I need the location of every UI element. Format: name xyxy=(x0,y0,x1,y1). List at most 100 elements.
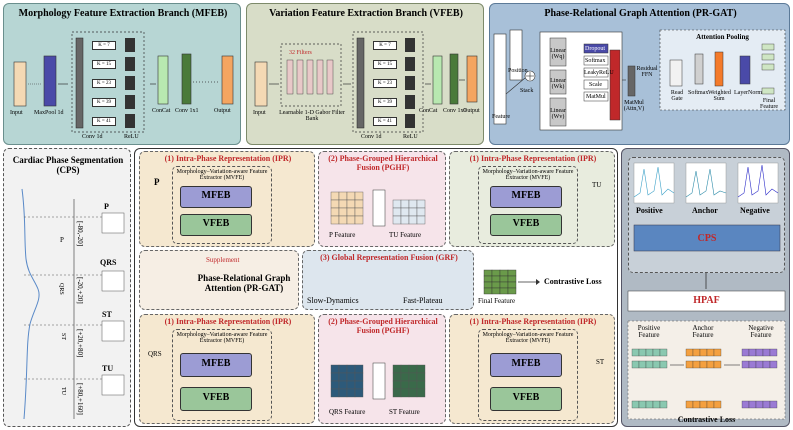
loss-positive: Positive xyxy=(636,206,663,215)
mfeb-text-bottom-left: MFEB xyxy=(201,358,231,369)
ipr-bottom-right-st: ST xyxy=(596,358,605,366)
vfeb-input-label: Input xyxy=(253,110,266,116)
cps-side-p: P xyxy=(60,236,64,244)
grf-fast: Fast-Plateau xyxy=(403,296,443,305)
mfeb-text-bottom-right: MFEB xyxy=(511,358,541,369)
vfeb-conv-label: Conv 1d xyxy=(361,134,382,140)
prgat-feature-label: Feature xyxy=(492,114,510,120)
ipr-top-left-title: (1) Intra-Phase Representation (IPR) xyxy=(164,154,292,163)
mfeb-panel-title: Morphology Feature Extraction Branch (MF… xyxy=(18,8,228,19)
mfeb-text-top-left: MFEB xyxy=(201,190,231,201)
mfeb-output-block xyxy=(221,55,234,105)
cps-range-st: [+20,+80] xyxy=(76,329,84,358)
vfeb-k5: K = 41 xyxy=(373,117,397,126)
ipr-bottom-left: (1) Intra-Phase Representation (IPR) QRS… xyxy=(139,314,315,424)
mfeb-conv1x1-label: Conv 1x1 xyxy=(175,108,199,114)
cps-phase-qrs: QRS xyxy=(100,258,117,267)
vfeb-text-top-left: VFEB xyxy=(202,218,230,229)
cps-panel: Cardiac Phase Segmentation (CPS) P QRS S… xyxy=(3,148,131,427)
mfeb-block-bottom-right xyxy=(490,353,562,377)
ipr-top-right: (1) Intra-Phase Representation (IPR) Mor… xyxy=(449,151,615,247)
vfeb-block-top-right xyxy=(490,214,562,236)
mfeb-input-block xyxy=(13,61,27,107)
mfeb-k1: K = 7 xyxy=(92,41,116,50)
prgat-layernorm-label: LayerNorm xyxy=(734,90,762,96)
pghf-top: (2) Phase-Grouped Hierarchical Fusion (P… xyxy=(318,151,446,247)
prgat-weighted-sum-label: Weighted Sum xyxy=(708,90,731,102)
pghf-qrs-feature: QRS Feature xyxy=(329,408,366,416)
gabor-filter-bank xyxy=(286,59,334,95)
center-contrastive-loss: Contrastive Loss xyxy=(544,277,602,286)
prgat-read-gate-label: Read Gate xyxy=(670,90,684,102)
mvfe-top-right-label: Morphology–Variation-aware Feature Extra… xyxy=(482,169,574,181)
ipr-top-left: (1) Intra-Phase Representation (IPR) P M… xyxy=(139,151,315,247)
ipr-bottom-right-title: (1) Intra-Phase Representation (IPR) xyxy=(469,317,597,326)
mfeb-concat-block xyxy=(157,55,169,105)
cps-side-qrs: QRS xyxy=(58,283,64,295)
prgat-dropout-label: Dropout xyxy=(585,46,605,52)
pghf-bottom-grids xyxy=(330,362,426,400)
mvfe-bottom-right xyxy=(478,329,578,421)
cps-range-p: [-80,-20] xyxy=(76,221,84,247)
loss-hpaf: HPAF xyxy=(693,295,720,306)
mfeb-text-top-right: MFEB xyxy=(511,190,541,201)
final-feature-label: Final Feature xyxy=(478,297,516,305)
prgat-scale-label: Scale xyxy=(589,82,602,88)
grf-panel: (3) Global Representation Fusion (GRF) S… xyxy=(302,250,474,310)
prgat-wv-label: Linear (Wv) xyxy=(550,108,566,120)
pghf-p-feature: P Feature xyxy=(329,231,356,239)
vfeb-output-label: Output xyxy=(463,108,480,114)
loss-cps: CPS xyxy=(697,233,717,244)
vfeb-filters-label: 32 Filters xyxy=(289,50,312,56)
vfeb-block-bottom-left xyxy=(180,387,252,411)
mvfe-bottom-right-label: Morphology–Variation-aware Feature Extra… xyxy=(482,332,574,344)
vfeb-conv1x1-label: Conv 1x1 xyxy=(443,108,467,114)
vfeb-conv1x1-block xyxy=(449,53,459,105)
cps-range-tu: [+80,+160] xyxy=(76,383,84,415)
cps-phase-p: P xyxy=(104,202,109,211)
vfeb-text-bottom-right: VFEB xyxy=(512,392,540,403)
grf-slow: Slow-Dynamics xyxy=(307,296,359,305)
cps-side-st: ST xyxy=(60,333,66,341)
prgat-matmul-attn-label: MatMul (Attn,V) xyxy=(623,100,645,112)
mfeb-input-label: Input xyxy=(10,110,23,116)
mfeb-block-bottom-left xyxy=(180,353,252,377)
cps-phase-tu: TU xyxy=(102,364,114,373)
prgat-middle: Supplement Phase-Relational Graph Attent… xyxy=(139,250,299,310)
ipr-top-right-tu: TU xyxy=(592,181,602,189)
mfeb-maxpool-label: MaxPool 1d xyxy=(34,110,64,116)
loss-title: Contrastive Loss xyxy=(677,415,736,424)
vfeb-k2: K = 15 xyxy=(373,60,397,69)
prgat-stack-label: Stack xyxy=(520,88,534,94)
mfeb-conv1x1-block xyxy=(181,53,192,105)
mfeb-concat-label: ConCat xyxy=(152,108,171,114)
loss-anchor: Anchor xyxy=(692,206,718,215)
pghf-bottom: (2) Phase-Grouped Hierarchical Fusion (P… xyxy=(318,314,446,424)
pghf-top-title: (2) Phase-Grouped Hierarchical Fusion (P… xyxy=(328,154,438,172)
vfeb-input-block xyxy=(254,61,268,107)
ipr-top-right-title: (1) Intra-Phase Representation (IPR) xyxy=(469,154,597,163)
mvfe-top-right xyxy=(478,166,578,244)
loss-negative: Negative xyxy=(740,206,770,215)
loss-negative-feature: Negative Feature xyxy=(748,324,774,339)
prgat-leakyrelu-label: LeakyReLU xyxy=(584,70,614,76)
prgat-middle-title: Phase-Relational Graph Attention (PR-GAT… xyxy=(197,273,291,293)
mfeb-conv-stack xyxy=(75,37,135,129)
cps-ecg-svg xyxy=(21,188,125,420)
prgat-panel-title: Phase-Relational Graph Attention (PR-GAT… xyxy=(544,8,737,19)
vfeb-panel: Variation Feature Extraction Branch (VFE… xyxy=(246,3,484,145)
vfeb-concat-label: ConCat xyxy=(419,108,438,114)
vfeb-concat-block xyxy=(432,55,443,105)
mfeb-block-top-right xyxy=(490,186,562,208)
mfeb-k4: K = 39 xyxy=(92,98,116,107)
mvfe-bottom-left xyxy=(172,329,272,421)
supplement-label: Supplement xyxy=(206,256,240,264)
prgat-position-label: Position xyxy=(508,68,528,74)
prgat-softmax2-label: Softmax xyxy=(688,90,709,96)
loss-feature-rows xyxy=(631,348,778,409)
ipr-bottom-right: (1) Intra-Phase Representation (IPR) Mor… xyxy=(449,314,615,424)
prgat-wq-label: Linear (Wq) xyxy=(550,48,566,60)
mfeb-relu-label: ReLU xyxy=(124,134,139,140)
